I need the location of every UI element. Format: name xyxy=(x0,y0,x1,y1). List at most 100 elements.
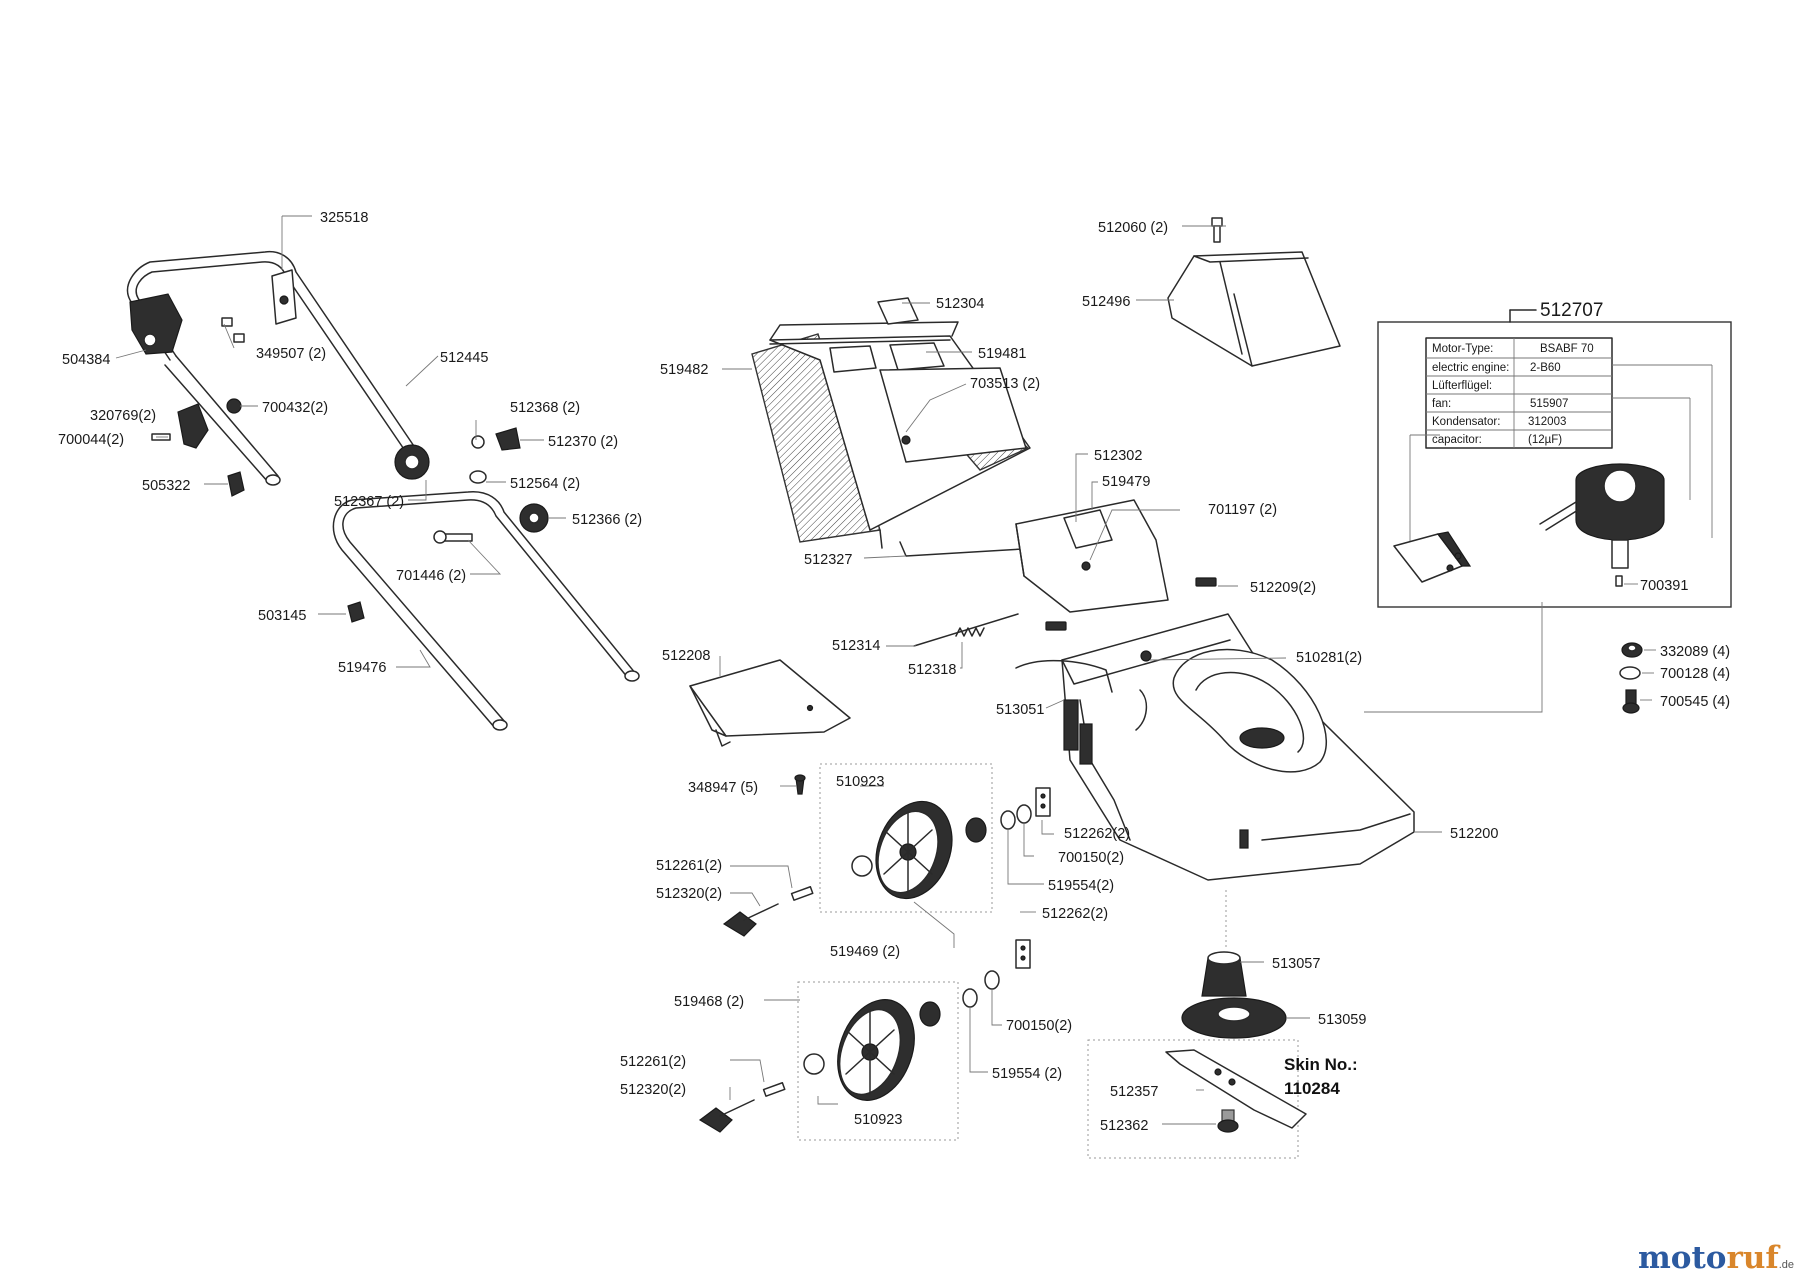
label-512262-top: 512262(2) xyxy=(1064,826,1130,842)
label-513057: 513057 xyxy=(1272,956,1320,972)
label-700150-top: 700150(2) xyxy=(1058,850,1124,866)
rubber-mount-332089 xyxy=(1621,642,1643,658)
label-512445: 512445 xyxy=(440,350,488,366)
leader-lines xyxy=(115,215,1656,1125)
label-512302: 512302 xyxy=(1094,448,1142,464)
label-512366: 512366 (2) xyxy=(572,512,642,528)
bolt-512362 xyxy=(1217,1109,1239,1133)
label-519469: 519469 (2) xyxy=(830,944,900,960)
label-348947: 348947 (5) xyxy=(688,780,758,796)
label-512261-bottom: 512261(2) xyxy=(620,1054,686,1070)
label-701446: 701446 (2) xyxy=(396,568,466,584)
blade-group-box xyxy=(1087,1039,1299,1159)
label-512262-bottom: 512262(2) xyxy=(1042,906,1108,922)
screw-510281 xyxy=(1140,650,1152,662)
label-512060: 512060 (2) xyxy=(1098,220,1168,236)
blade-512357 xyxy=(1165,1049,1307,1129)
cap-512564 xyxy=(469,470,487,484)
label-512496: 512496 xyxy=(1082,294,1130,310)
label-349507: 349507 (2) xyxy=(256,346,326,362)
motor-row-label-3: Lüfterflügel: xyxy=(1432,380,1492,392)
motor-row-label-4: fan: xyxy=(1432,398,1451,410)
label-504384: 504384 xyxy=(62,352,110,368)
spring-512318 xyxy=(955,627,985,637)
label-700391: 700391 xyxy=(1640,578,1688,594)
label-700150-bottom: 700150(2) xyxy=(1006,1018,1072,1034)
label-510923-top: 510923 xyxy=(836,774,884,790)
label-503145: 503145 xyxy=(258,608,306,624)
motoruf-logo: motoruf.de xyxy=(1638,1240,1794,1276)
deflector-512208 xyxy=(689,659,851,747)
motor-cover-512496 xyxy=(1167,251,1341,367)
handle-clip-325518 xyxy=(271,269,297,325)
label-703513: 703513 (2) xyxy=(970,376,1040,392)
label-512200: 512200 xyxy=(1450,826,1498,842)
logo-part-1: moto xyxy=(1638,1240,1727,1276)
wheel-group-box-top xyxy=(819,763,993,913)
wheel-519469 xyxy=(851,800,987,900)
screw-512060 xyxy=(1211,217,1223,243)
adapter-513057 xyxy=(1201,951,1247,997)
screw-348947 xyxy=(794,774,806,795)
fan-513059 xyxy=(1181,997,1287,1039)
label-512362: 512362 xyxy=(1100,1118,1148,1134)
cable-clip-504384 xyxy=(129,293,183,355)
label-519479: 519479 xyxy=(1102,474,1150,490)
screw-703513 xyxy=(901,435,911,445)
label-519481: 519481 xyxy=(978,346,1026,362)
label-512564: 512564 (2) xyxy=(510,476,580,492)
cable-513051 xyxy=(1015,659,1148,731)
label-519468: 519468 (2) xyxy=(674,994,744,1010)
label-505322: 505322 xyxy=(142,478,190,494)
label-512314: 512314 xyxy=(832,638,880,654)
label-510923-bottom: 510923 xyxy=(854,1112,902,1128)
nut-700432 xyxy=(226,398,242,414)
motor-row-value-1: BSABF 70 xyxy=(1540,343,1594,355)
logo-part-2: ruf xyxy=(1726,1240,1779,1276)
motor-row-label-1: Motor-Type: xyxy=(1432,343,1493,355)
clip-512304 xyxy=(877,297,919,325)
label-320769: 320769(2) xyxy=(90,408,156,424)
skin-value: 110284 xyxy=(1284,1079,1340,1098)
skin-label: Skin No.: xyxy=(1284,1055,1358,1074)
label-512320-bottom: 512320(2) xyxy=(620,1082,686,1098)
label-513059: 513059 xyxy=(1318,1012,1366,1028)
knob-503145 xyxy=(347,601,365,623)
motor-row-label-2: electric engine: xyxy=(1432,362,1509,374)
pads-512209 xyxy=(1045,577,1217,631)
label-519554-top: 519554(2) xyxy=(1048,878,1114,894)
lower-handle-519476 xyxy=(332,491,640,731)
motor-spec-table: Motor-Type: BSABF 70 electric engine: 2-… xyxy=(1432,343,1594,446)
label-700545: 700545 (4) xyxy=(1660,694,1730,710)
logo-suffix: .de xyxy=(1778,1259,1794,1271)
label-519476: 519476 xyxy=(338,660,386,676)
label-519554-bottom: 519554 (2) xyxy=(992,1066,1062,1082)
skin-number: Skin No.: 110284 xyxy=(1284,1055,1358,1098)
label-512368: 512368 (2) xyxy=(510,400,580,416)
washer-stack-top xyxy=(1000,787,1051,830)
label-512304: 512304 xyxy=(936,296,984,312)
label-700044: 700044(2) xyxy=(58,432,124,448)
part-labels: 325518 504384 349507 (2) 512445 320769(2… xyxy=(58,210,1730,1134)
gear-knob-512367 xyxy=(394,444,430,480)
bracket-320769 xyxy=(177,403,209,449)
label-512370: 512370 (2) xyxy=(548,434,618,450)
rod-512314 xyxy=(913,613,1019,647)
knob-512366 xyxy=(519,503,549,533)
label-512208: 512208 xyxy=(662,648,710,664)
screws-349507 xyxy=(221,317,245,343)
motor-box-512707 xyxy=(1377,309,1732,608)
label-512320-top: 512320(2) xyxy=(656,886,722,902)
wheel-519468 xyxy=(803,999,941,1101)
chassis-512200 xyxy=(1061,613,1415,881)
label-519482: 519482 xyxy=(660,362,708,378)
motor-row-value-2: 2-B60 xyxy=(1530,362,1561,374)
knob-505322 xyxy=(227,471,245,497)
label-512261-top: 512261(2) xyxy=(656,858,722,874)
label-701197: 701197 (2) xyxy=(1208,502,1277,518)
motor-row-value-6: (12µF) xyxy=(1528,434,1562,446)
lever-512370 xyxy=(495,427,521,451)
axle-parts-bottom xyxy=(698,1082,786,1133)
label-512357: 512357 xyxy=(1110,1084,1158,1100)
